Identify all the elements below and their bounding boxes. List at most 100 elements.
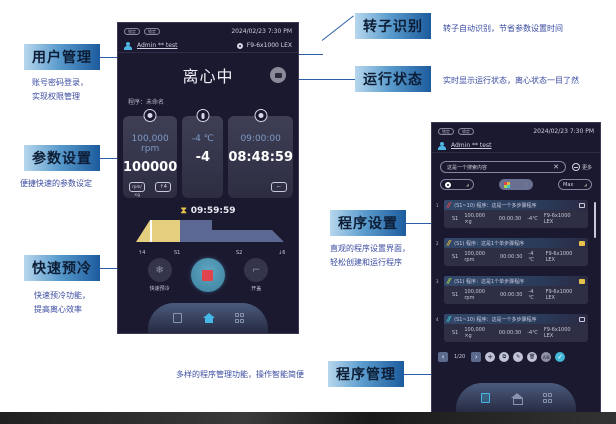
clear-search-icon[interactable]: ✕ (553, 163, 559, 171)
lock-button[interactable] (270, 67, 286, 83)
lock-tag[interactable]: 锁定 (438, 127, 454, 135)
stop-button[interactable] (190, 258, 225, 292)
scrollbar[interactable] (594, 202, 596, 238)
speed-card[interactable]: 100,000 rpm 100000 rpm/×g ↑4 (123, 109, 178, 198)
temperature-card[interactable]: -4 ℃ -4 (182, 109, 224, 198)
copy-program-button[interactable]: ⧉ (499, 352, 510, 362)
rotor: F9-6x1000 LEX (543, 213, 571, 225)
callout-desc: 多样的程序管理功能，操作智能简便 (176, 368, 304, 382)
bottom-photo-strip (0, 412, 616, 424)
callout-program-setup: 程序设置 (330, 210, 406, 236)
precool-label: 快速预冷 (149, 286, 170, 292)
rotor-filter[interactable]: ◢ (440, 179, 474, 190)
lock-tag[interactable]: 锁定 (458, 127, 474, 135)
callout-desc: 账号密码登录， 实现权限管理 (32, 76, 88, 104)
stage-label: S2 (236, 250, 243, 256)
rpm-rcf-toggle-button[interactable]: rpm/×g (129, 182, 145, 197)
time: 00:00:30 (498, 216, 522, 222)
confirm-button[interactable]: ✓ (555, 352, 566, 362)
stage-s1-bar (180, 220, 212, 242)
snowflake-icon: ❄ (147, 258, 172, 282)
speed-value: 100000 (123, 160, 178, 175)
program-list-nav-icon[interactable] (480, 393, 490, 403)
time-card[interactable]: 09:00:00 08:48:59 ⌐ (228, 109, 293, 198)
lock-tag[interactable]: 锁定 (144, 27, 160, 35)
program-toolbar: ‹ 1/20 › + ⧉ ✎ 🗑 A/B ✓ (438, 352, 594, 362)
rotor-icon (445, 181, 451, 188)
accel-label: ↑4 (138, 250, 146, 256)
edit-program-button[interactable]: ✎ (513, 352, 524, 362)
datetime: 2024/02/23 7:30 PM (533, 127, 594, 135)
thermometer-icon (196, 109, 210, 122)
desc-line: 提高离心效率 (34, 305, 82, 314)
unlock-icon[interactable] (579, 316, 585, 322)
more-button[interactable]: 更多 (571, 163, 592, 171)
lid-label: 开盖 (251, 286, 262, 292)
time: 00:00:30 (499, 292, 523, 298)
fast-precool-button[interactable]: ❄ 快速预冷 (147, 258, 172, 292)
callout-desc: 转子自动识别，节省参数设置时间 (443, 22, 563, 36)
callout-rotor-identification: 转子识别 (355, 13, 431, 39)
desc-line: 实现权限管理 (32, 92, 80, 101)
callout-desc: 快速预冷功能， 提高离心效率 (34, 289, 90, 317)
lock-tag[interactable]: 锁定 (124, 27, 140, 35)
prev-page-button[interactable]: ‹ (438, 352, 448, 362)
remaining-time: 09:59:59 (190, 206, 236, 216)
add-program-button[interactable]: + (485, 352, 496, 362)
step: S1 (452, 216, 459, 222)
time-mode-button[interactable]: ⌐ (271, 182, 287, 192)
home-nav-icon[interactable] (202, 313, 215, 323)
bottom-nav (432, 383, 600, 413)
time: 00:00:30 (499, 254, 523, 260)
time-setpoint: 09:00:00 (240, 134, 281, 144)
lid-icon: ⌐ (244, 258, 269, 282)
rotor: F9-6x1000 LEX (545, 251, 573, 263)
program-item[interactable]: 1 // (S1~10) 程序：这是一个多步骤程序 S1 100,000 ×g … (436, 200, 596, 228)
color-filter[interactable]: ▽ (499, 179, 533, 190)
callout-title: 转子识别 (363, 19, 423, 35)
user-icon (438, 141, 446, 150)
callout-desc: 便捷快速的参数设定 (20, 177, 92, 191)
rotor-icon (143, 109, 157, 122)
desc-line: 转子自动识别，节省参数设置时间 (443, 24, 563, 33)
speed: 100,000 ×g (464, 213, 486, 225)
max-filter[interactable]: Max◢ (558, 179, 592, 190)
lock-icon[interactable] (579, 240, 585, 246)
callout-desc: 直观的程序设置界面， 轻松创建和运行程序 (330, 242, 410, 270)
more-icon (571, 163, 580, 171)
rotor: F9-6x1000 LEX (543, 327, 571, 339)
home-nav-icon[interactable] (510, 393, 523, 405)
user-bar: Admin ** test F9-6x1000 LEX (118, 39, 298, 53)
accel-level-button[interactable]: ↑4 (155, 182, 172, 192)
speed: 100,000 rpm (464, 289, 486, 301)
time: 00:00:30 (498, 330, 522, 336)
program-item[interactable]: 2 // (S1) 程序：这是1个单步骤程序 S1 100,000 rpm 00… (436, 238, 596, 266)
item-number: 2 (436, 241, 439, 246)
unlock-icon[interactable] (579, 202, 585, 208)
program-item[interactable]: 4 // (S1~10) 程序：这是一个多步骤程序 S1 100,000 ×g … (436, 314, 596, 342)
decel-label: ↓6 (278, 250, 286, 256)
dropdown-icon: ▽ (524, 182, 528, 187)
apps-grid-nav-icon[interactable] (542, 393, 552, 403)
search-row: 这是一个搜索内容 ✕ 更多 (440, 161, 592, 173)
program-header: // (S1) 程序：这是1个单步骤程序 (444, 238, 588, 248)
user-name-link[interactable]: Admin ** test (137, 42, 178, 49)
program-list-screen: 锁定 锁定 2024/02/23 7:30 PM Admin ** test 这… (431, 122, 601, 414)
search-input[interactable]: 这是一个搜索内容 ✕ (440, 161, 566, 173)
rotor-info: F9-6x1000 LEX (236, 42, 292, 49)
delete-program-button[interactable]: 🗑 (527, 352, 538, 362)
bottom-nav (118, 303, 298, 333)
lock-icon[interactable] (579, 278, 585, 284)
program-header: // (S1~10) 程序：这是一个多步骤程序 (444, 314, 588, 324)
speed: 100,000 ×g (464, 327, 486, 339)
apps-grid-nav-icon[interactable] (234, 313, 244, 323)
open-lid-button[interactable]: ⌐ 开盖 (244, 258, 269, 292)
user-name-link[interactable]: Admin ** test (451, 142, 492, 149)
connector-line (298, 54, 323, 55)
user-icon (124, 41, 132, 50)
step: S1 (452, 254, 459, 260)
program-list-nav-icon[interactable] (172, 313, 182, 323)
next-page-button[interactable]: › (471, 352, 482, 362)
program-item[interactable]: 3 // (S1) 程序：这是1个单步骤程序 S1 100,000 rpm 00… (436, 276, 596, 304)
ab-toggle-button[interactable]: A/B (541, 352, 552, 362)
